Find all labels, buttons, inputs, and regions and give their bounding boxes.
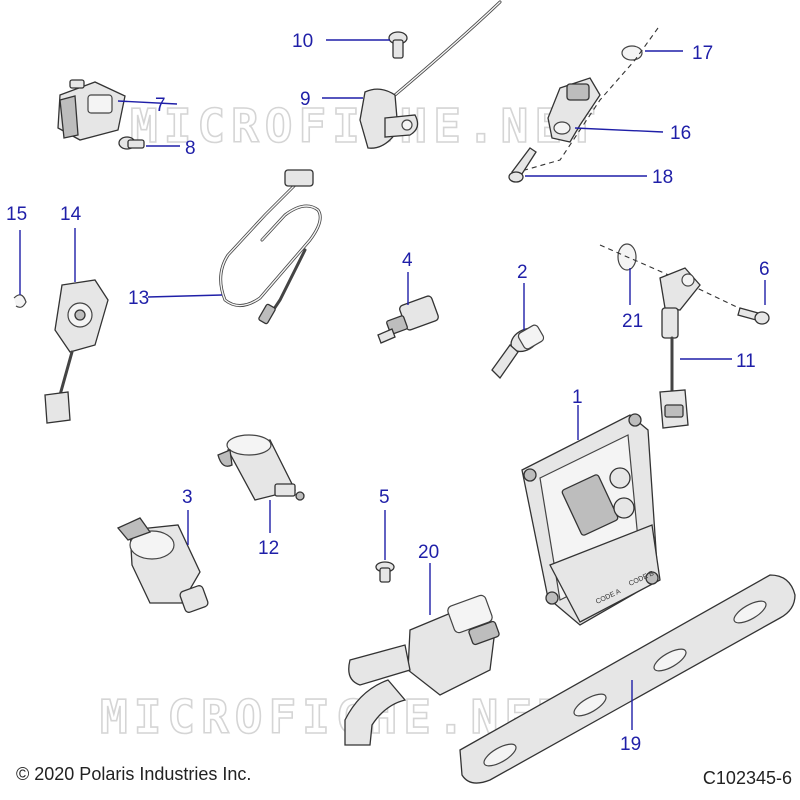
part-14-tilt-sensor: [44, 279, 109, 424]
part-1-ecu: CODE A CODE B: [521, 413, 661, 626]
part-2-air-temp-sensor: [491, 324, 545, 380]
callout-14: 14: [60, 204, 82, 225]
callout-13: 13: [128, 288, 149, 309]
callout-19: 19: [620, 734, 641, 755]
callout-5: 5: [379, 487, 390, 508]
part-16-axis-line: [524, 27, 659, 171]
callout-8: 8: [185, 138, 196, 159]
callout-6: 6: [759, 259, 770, 280]
callout-21: 21: [622, 311, 643, 332]
callout-18: 18: [652, 167, 673, 188]
part-11-position-sensor: [659, 267, 701, 429]
callout-2: 2: [517, 262, 528, 283]
part-15-clip: [13, 294, 27, 308]
callout-10: 10: [292, 31, 313, 52]
part-9-speed-sensor: [359, 0, 502, 149]
part-3-ignition-switch: [116, 517, 209, 613]
callout-7: 7: [155, 95, 166, 116]
part-16-tps-sensor: [547, 77, 601, 143]
part-12-solenoid: [217, 434, 305, 501]
callout-16: 16: [670, 123, 691, 144]
part-11-axis-line: [599, 244, 761, 319]
diagram-code: C102345-6: [702, 768, 792, 788]
callout-3: 3: [182, 487, 193, 508]
callout-9: 9: [300, 89, 311, 110]
part-10-screw: [388, 31, 408, 59]
part-17-o-ring: [621, 45, 643, 61]
part-18-screw: [508, 147, 537, 183]
part-7-map-sensor: [57, 79, 126, 141]
part-13-wire-harness: [219, 169, 322, 325]
part-20-valve: [344, 594, 500, 746]
callout-4: 4: [402, 250, 413, 271]
leader-lines: [19, 39, 766, 730]
callout-11: 11: [736, 351, 756, 372]
callout-15: 15: [6, 204, 27, 225]
callout-1: 1: [572, 387, 583, 408]
copyright-text: © 2020 Polaris Industries Inc.: [16, 764, 252, 784]
callout-numbers: 10 9 7 8 17 16 18 15 14 13 4 2 6 21 11 1…: [6, 31, 770, 755]
callout-12: 12: [258, 538, 279, 559]
part-6-screw: [737, 307, 770, 325]
part-4-temp-sensor: [377, 295, 439, 344]
part-19-bracket: [459, 574, 796, 784]
callout-20: 20: [418, 542, 439, 563]
part-8-screw: [118, 136, 145, 150]
callout-17: 17: [692, 43, 713, 64]
part-5-screw: [375, 561, 395, 583]
